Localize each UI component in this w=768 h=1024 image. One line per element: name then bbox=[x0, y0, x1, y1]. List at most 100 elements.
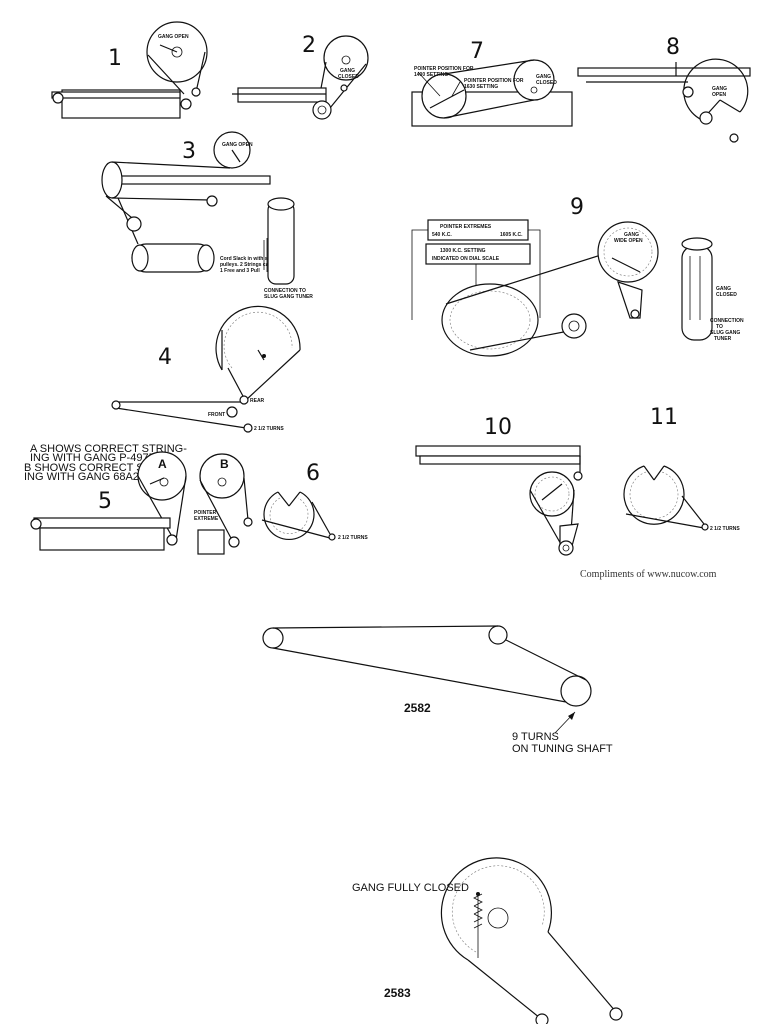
drum-hub bbox=[487, 907, 509, 929]
diagram-9-number: 9 bbox=[570, 195, 584, 220]
diagram-6: 6 2 1/2 TURNS bbox=[261, 461, 368, 541]
dial-drum bbox=[215, 305, 301, 371]
diagram-7: 7 POINTER POSITION FOR 1400 SETTING POIN… bbox=[411, 39, 573, 127]
turns-label: 2 1/2 TURNS bbox=[338, 535, 368, 541]
rear-label: REAR bbox=[250, 398, 265, 404]
dial-rail bbox=[119, 175, 271, 185]
diagram-4-number: 4 bbox=[158, 345, 172, 370]
diagram-2583: GANG FULLY CLOSED 2583 bbox=[352, 857, 623, 1024]
drive-pulley bbox=[421, 73, 467, 119]
setting-box bbox=[425, 243, 531, 265]
dial-rail bbox=[51, 91, 181, 99]
diagram-5-number: 5 bbox=[98, 489, 112, 514]
diagram-2-number: 2 bbox=[302, 33, 316, 58]
connection-label: CONNECTION bbox=[710, 318, 744, 324]
connector-label: SLUG GANG TUNER bbox=[264, 294, 313, 300]
dial-drum bbox=[263, 491, 315, 540]
connection-label: TO bbox=[716, 324, 723, 330]
drive-pulley bbox=[101, 161, 123, 199]
pulley bbox=[52, 92, 64, 104]
pointer-max-label: POINTER POSITION FOR bbox=[464, 78, 524, 84]
drum-b-label: B bbox=[220, 457, 229, 471]
dial-rail bbox=[33, 517, 171, 529]
pointer-min-label: POINTER POSITION FOR bbox=[414, 66, 474, 72]
note-text: Cord Slack in with sum pulleys. 2 String… bbox=[220, 256, 276, 274]
diagram-1-number: 1 bbox=[108, 46, 122, 71]
gang-label: GANG bbox=[340, 68, 355, 74]
dial-drum bbox=[683, 58, 749, 121]
diagram-4: 4 REAR FRONT 2 1/2 TURNS bbox=[111, 305, 301, 433]
tuning-shaft-pulley bbox=[558, 540, 574, 556]
diagram-11-number: 11 bbox=[650, 405, 678, 430]
diagram-3-number: 3 bbox=[182, 139, 196, 164]
diagram-10: 10 bbox=[415, 415, 583, 556]
gang-closed-label: GANG bbox=[716, 286, 731, 292]
dial-rail bbox=[577, 67, 751, 77]
diagram-6-number: 6 bbox=[306, 461, 320, 486]
pointer-label: POINTER bbox=[194, 510, 217, 516]
dial-rail bbox=[415, 445, 581, 457]
gang-label: GANG bbox=[536, 74, 551, 80]
svg-text:A SHOWS CORRECT STRING-: A SHOWS CORRECT STRING- bbox=[30, 443, 187, 455]
diagram-1: 1 GANG OPEN bbox=[51, 21, 208, 119]
turns-label: 2 1/2 TURNS bbox=[710, 526, 740, 532]
diagram-5: A SHOWS CORRECT STRING- ING WITH GANG P-… bbox=[24, 443, 253, 555]
diagram-8-number: 8 bbox=[666, 35, 680, 60]
gang-label: CLOSED bbox=[338, 74, 359, 80]
front-label: FRONT bbox=[208, 412, 225, 418]
turns-note: 9 TURNS bbox=[512, 731, 559, 743]
drive-drum bbox=[441, 283, 539, 357]
dial-frame bbox=[237, 87, 327, 103]
dial-drum bbox=[440, 857, 553, 961]
dial-drum bbox=[323, 35, 369, 81]
pointer-label: EXTREME bbox=[194, 516, 219, 522]
slug-tuner bbox=[267, 201, 295, 285]
diagram-2: 2 GANG CLOSED bbox=[232, 33, 369, 120]
diagram-3: 3 GANG OPEN Cord Slack in with sum pulle… bbox=[101, 131, 313, 300]
high-kc-label: 1605 K.C. bbox=[500, 232, 523, 238]
dial-drum bbox=[623, 465, 685, 525]
slug-tuner bbox=[681, 245, 713, 341]
pulley bbox=[191, 87, 201, 97]
model-number: 2583 bbox=[384, 986, 411, 1000]
pulley-left bbox=[262, 627, 284, 649]
setting-label: INDICATED ON DIAL SCALE bbox=[432, 256, 500, 262]
pulley bbox=[609, 1007, 623, 1021]
arm bbox=[617, 281, 643, 319]
pulley-right bbox=[488, 625, 508, 645]
diagram-8: 8 GANG OPEN bbox=[577, 35, 751, 143]
turns-note: ON TUNING SHAFT bbox=[512, 743, 613, 755]
pulley-bracket bbox=[197, 529, 225, 555]
gang-label: GANG bbox=[712, 86, 727, 92]
gang-label: CLOSED bbox=[536, 80, 557, 86]
diagram-11: 11 2 1/2 TURNS bbox=[623, 405, 740, 532]
connection-label: TUNER bbox=[714, 336, 732, 342]
diagram-9: 9 POINTER EXTREMES 540 K.C. 1605 K.C. 13… bbox=[411, 195, 744, 357]
low-kc-label: 540 K.C. bbox=[432, 232, 452, 238]
dial-frame bbox=[39, 527, 165, 551]
svg-text:pulleys. 2 Strings cable: pulleys. 2 Strings cable bbox=[220, 262, 276, 268]
dial-drum bbox=[597, 221, 659, 283]
drum-a-label: A bbox=[158, 457, 167, 471]
model-number: 2582 bbox=[404, 701, 431, 715]
tuning-shaft-pulley bbox=[312, 100, 332, 120]
connector-label: CONNECTION TO bbox=[264, 288, 306, 294]
svg-text:1 Free and 3 Pull: 1 Free and 3 Pull bbox=[220, 268, 260, 274]
setting-label: 1300 K.C. SETTING bbox=[440, 248, 486, 254]
dial-drum-b bbox=[199, 453, 245, 499]
gang-label: GANG OPEN bbox=[222, 142, 253, 148]
drum-hub bbox=[171, 46, 183, 58]
diagram-2582: 2582 9 TURNS ON TUNING SHAFT bbox=[262, 625, 613, 755]
tuning-shaft bbox=[180, 98, 192, 110]
gang-closed-label: CLOSED bbox=[716, 292, 737, 298]
connection-label: SLUG GANG bbox=[710, 330, 740, 336]
gang-closed-label: GANG FULLY CLOSED bbox=[352, 882, 469, 894]
svg-text:ING WITH GANG P-4975: ING WITH GANG P-4975 bbox=[30, 452, 155, 464]
pointer-max-label: 1630 SETTING bbox=[464, 84, 498, 90]
diagram-10-number: 10 bbox=[484, 415, 512, 440]
idler-pulley bbox=[561, 313, 587, 339]
dial-drum bbox=[529, 471, 575, 517]
credit-text: Compliments of www.nucow.com bbox=[580, 569, 717, 580]
pulley bbox=[535, 1013, 549, 1024]
